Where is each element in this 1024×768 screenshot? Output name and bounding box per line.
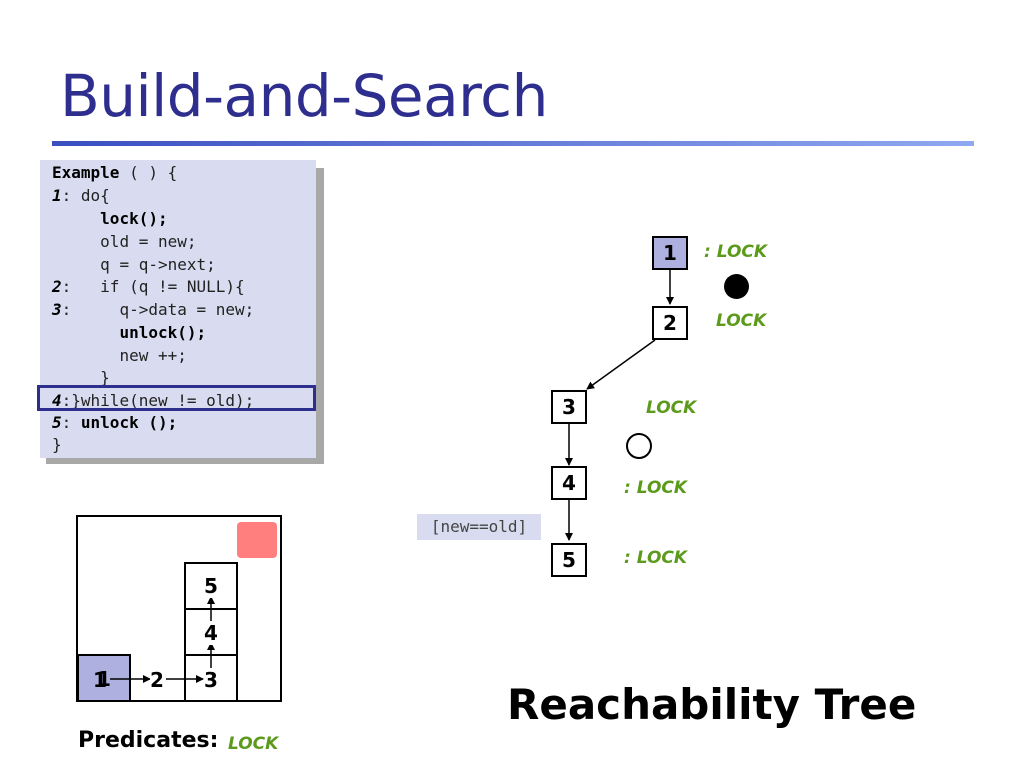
panel-label-2: 2 [150, 668, 164, 692]
panel-label-1: 1 [93, 668, 107, 692]
code-line-8: new ++; [119, 346, 187, 365]
code-line-10: 4:}while(new != old); [52, 391, 255, 410]
panel-label-3: 3 [204, 668, 218, 692]
tree-node-3-label: LOCK [646, 398, 697, 418]
tree-node-1-label: : LOCK [704, 242, 768, 262]
code-line-5: 2: if (q != NULL){ [52, 277, 245, 296]
code-line-2: lock(); [100, 209, 168, 228]
title-underline [52, 141, 974, 146]
code-line-4: q = q->next; [100, 255, 216, 274]
tree-node-1: 1 [652, 236, 688, 270]
code-line-12: } [52, 435, 62, 454]
reachability-tree-title: Reachability Tree [507, 680, 917, 729]
tree-node-2-label: LOCK [716, 311, 767, 331]
abstraction-panel [76, 515, 282, 702]
tree-node-5: 5 [551, 543, 587, 577]
tree-node-5-label: : LOCK [624, 548, 688, 568]
error-region [237, 522, 277, 558]
tree-node-2: 2 [652, 306, 688, 340]
predicates-label: Predicates: [78, 728, 219, 753]
code-line-7: unlock(); [119, 323, 207, 342]
code-line-1: 1: do{ [52, 186, 110, 205]
filled-circle [724, 274, 749, 299]
current-line-highlight [37, 385, 316, 411]
predicate-lock: LOCK [228, 734, 279, 754]
panel-label-5: 5 [204, 574, 218, 598]
code-line-9: } [100, 368, 110, 387]
empty-circle [626, 433, 652, 459]
guard-label: [new==old] [417, 514, 541, 540]
tree-node-4: 4 [551, 466, 587, 500]
code-line-3: old = new; [100, 232, 197, 251]
slide-title: Build-and-Search [60, 62, 548, 130]
code-line-11: 5: unlock (); [52, 413, 178, 432]
panel-cell-1: 1 [77, 654, 131, 702]
tree-edge-2-3 [586, 339, 656, 390]
tree-node-3: 3 [551, 390, 587, 424]
panel-label-4: 4 [204, 621, 218, 645]
code-line-0: Example ( ) { [52, 163, 178, 182]
tree-node-4-label: : LOCK [624, 478, 688, 498]
code-line-6: 3: q->data = new; [52, 300, 255, 319]
